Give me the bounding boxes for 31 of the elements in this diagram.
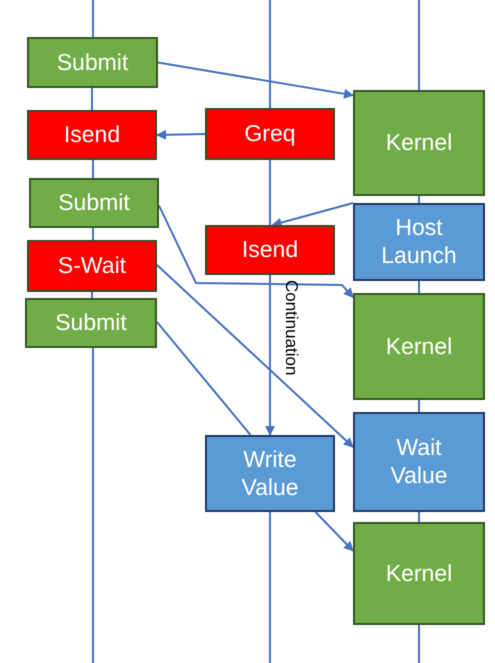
process-box: Kernel <box>353 522 485 625</box>
arrow <box>156 264 354 448</box>
connector-line <box>92 160 94 178</box>
connector-line <box>418 400 420 412</box>
connector-line <box>91 292 93 298</box>
arrow <box>314 511 354 552</box>
arrow <box>265 275 275 436</box>
process-box: Isend <box>27 110 157 160</box>
connector-line <box>418 512 420 522</box>
process-box: Submit <box>25 298 157 348</box>
process-box: Isend <box>205 225 335 275</box>
process-box: S-Wait <box>27 240 157 292</box>
process-box: Host Launch <box>353 203 485 281</box>
process-box: Wait Value <box>353 412 485 512</box>
arrow <box>272 202 354 228</box>
process-box: Submit <box>27 37 158 88</box>
edge-label: Continuation <box>281 280 301 376</box>
connector-line <box>418 196 420 203</box>
process-box: Greq <box>205 108 335 160</box>
connector-line <box>418 281 420 293</box>
process-box: Kernel <box>353 90 485 196</box>
connector-line <box>156 321 252 436</box>
process-box: Submit <box>29 178 159 228</box>
arrow <box>158 205 354 298</box>
arrow <box>156 130 206 140</box>
connector-line <box>92 228 94 240</box>
connector-line <box>269 160 271 225</box>
process-box: Kernel <box>353 293 485 400</box>
process-box: Write Value <box>205 435 335 512</box>
arrow <box>158 62 354 99</box>
connector-line <box>91 88 93 110</box>
